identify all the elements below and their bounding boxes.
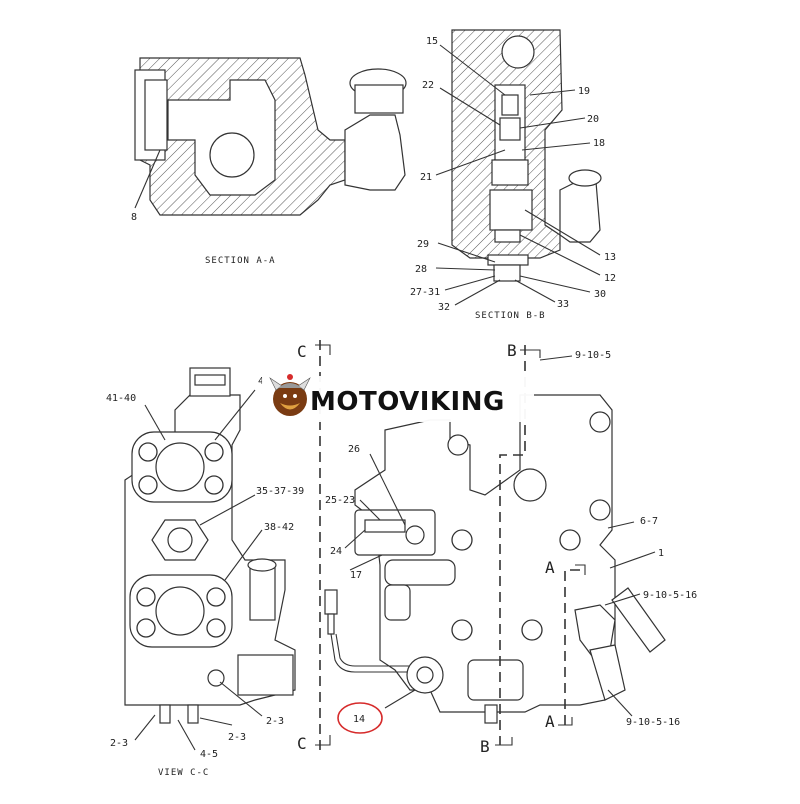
callout-29: 29 <box>417 239 429 250</box>
callout-32: 32 <box>438 302 450 313</box>
callout-26: 26 <box>348 444 360 455</box>
callout-12: 12 <box>604 273 616 284</box>
cut-b-top: B <box>507 341 517 360</box>
callout-28: 28 <box>415 264 427 275</box>
callout-4-5: 4-5 <box>200 749 218 760</box>
callout-35-37-39: 35-37-39 <box>256 486 304 497</box>
section-bb-title: SECTION B-B <box>475 311 546 321</box>
callout-25-23: 25-23 <box>325 495 355 506</box>
callout-2-3-left: 2-3 <box>110 738 128 749</box>
cut-b-bottom: B <box>480 737 490 756</box>
cut-c-bottom: C <box>297 734 307 753</box>
callout-17: 17 <box>350 570 362 581</box>
callout-2-3-mid: 2-3 <box>228 732 246 743</box>
callout-14: 14 <box>353 714 365 725</box>
callout-2-3-right: 2-3 <box>266 716 284 727</box>
section-aa-drawing: 8 SECTION A-A <box>131 57 407 266</box>
callout-19: 19 <box>578 86 590 97</box>
main-view-drawing: 9-10-5 26 25-23 24 17 6-7 1 9-10-5-16 9-… <box>324 350 697 734</box>
motoviking-watermark: MOTOVIKING <box>262 374 534 422</box>
cut-c-top: C <box>297 342 307 361</box>
section-bb-drawing: 15 19 22 20 18 21 13 29 12 28 27-31 30 3… <box>410 29 616 321</box>
viking-logo <box>269 374 311 416</box>
callout-20: 20 <box>587 114 599 125</box>
highlight-circle-14 <box>337 702 383 734</box>
callout-27-31: 27-31 <box>410 287 440 298</box>
callout-13: 13 <box>604 252 616 263</box>
section-aa-title: SECTION A-A <box>205 256 276 266</box>
callout-6-7: 6-7 <box>640 516 658 527</box>
callout-9-10-5: 9-10-5 <box>575 350 611 361</box>
view-cc-title: VIEW C-C <box>158 768 209 778</box>
callout-21: 21 <box>420 172 432 183</box>
view-cc-drawing: 41-40 4 35-37-39 38-42 2-3 2-3 2-3 4-5 V… <box>106 367 304 778</box>
cut-a-bottom: A <box>545 712 555 731</box>
callout-38-42: 38-42 <box>264 522 294 533</box>
callout-15: 15 <box>426 36 438 47</box>
brand-name: MOTOVIKING <box>310 387 505 417</box>
callout-30: 30 <box>594 289 606 300</box>
callout-9-10-5-16-bottom: 9-10-5-16 <box>626 717 680 728</box>
callout-18: 18 <box>593 138 605 149</box>
callout-33: 33 <box>557 299 569 310</box>
callout-24: 24 <box>330 546 342 557</box>
callout-41: 4 <box>258 376 264 387</box>
callout-41-40: 41-40 <box>106 393 136 404</box>
callout-8: 8 <box>131 212 137 223</box>
callout-1: 1 <box>658 548 664 559</box>
callout-9-10-5-16-top: 9-10-5-16 <box>643 590 697 601</box>
callout-22: 22 <box>422 80 434 91</box>
cut-a-mid: A <box>545 558 555 577</box>
